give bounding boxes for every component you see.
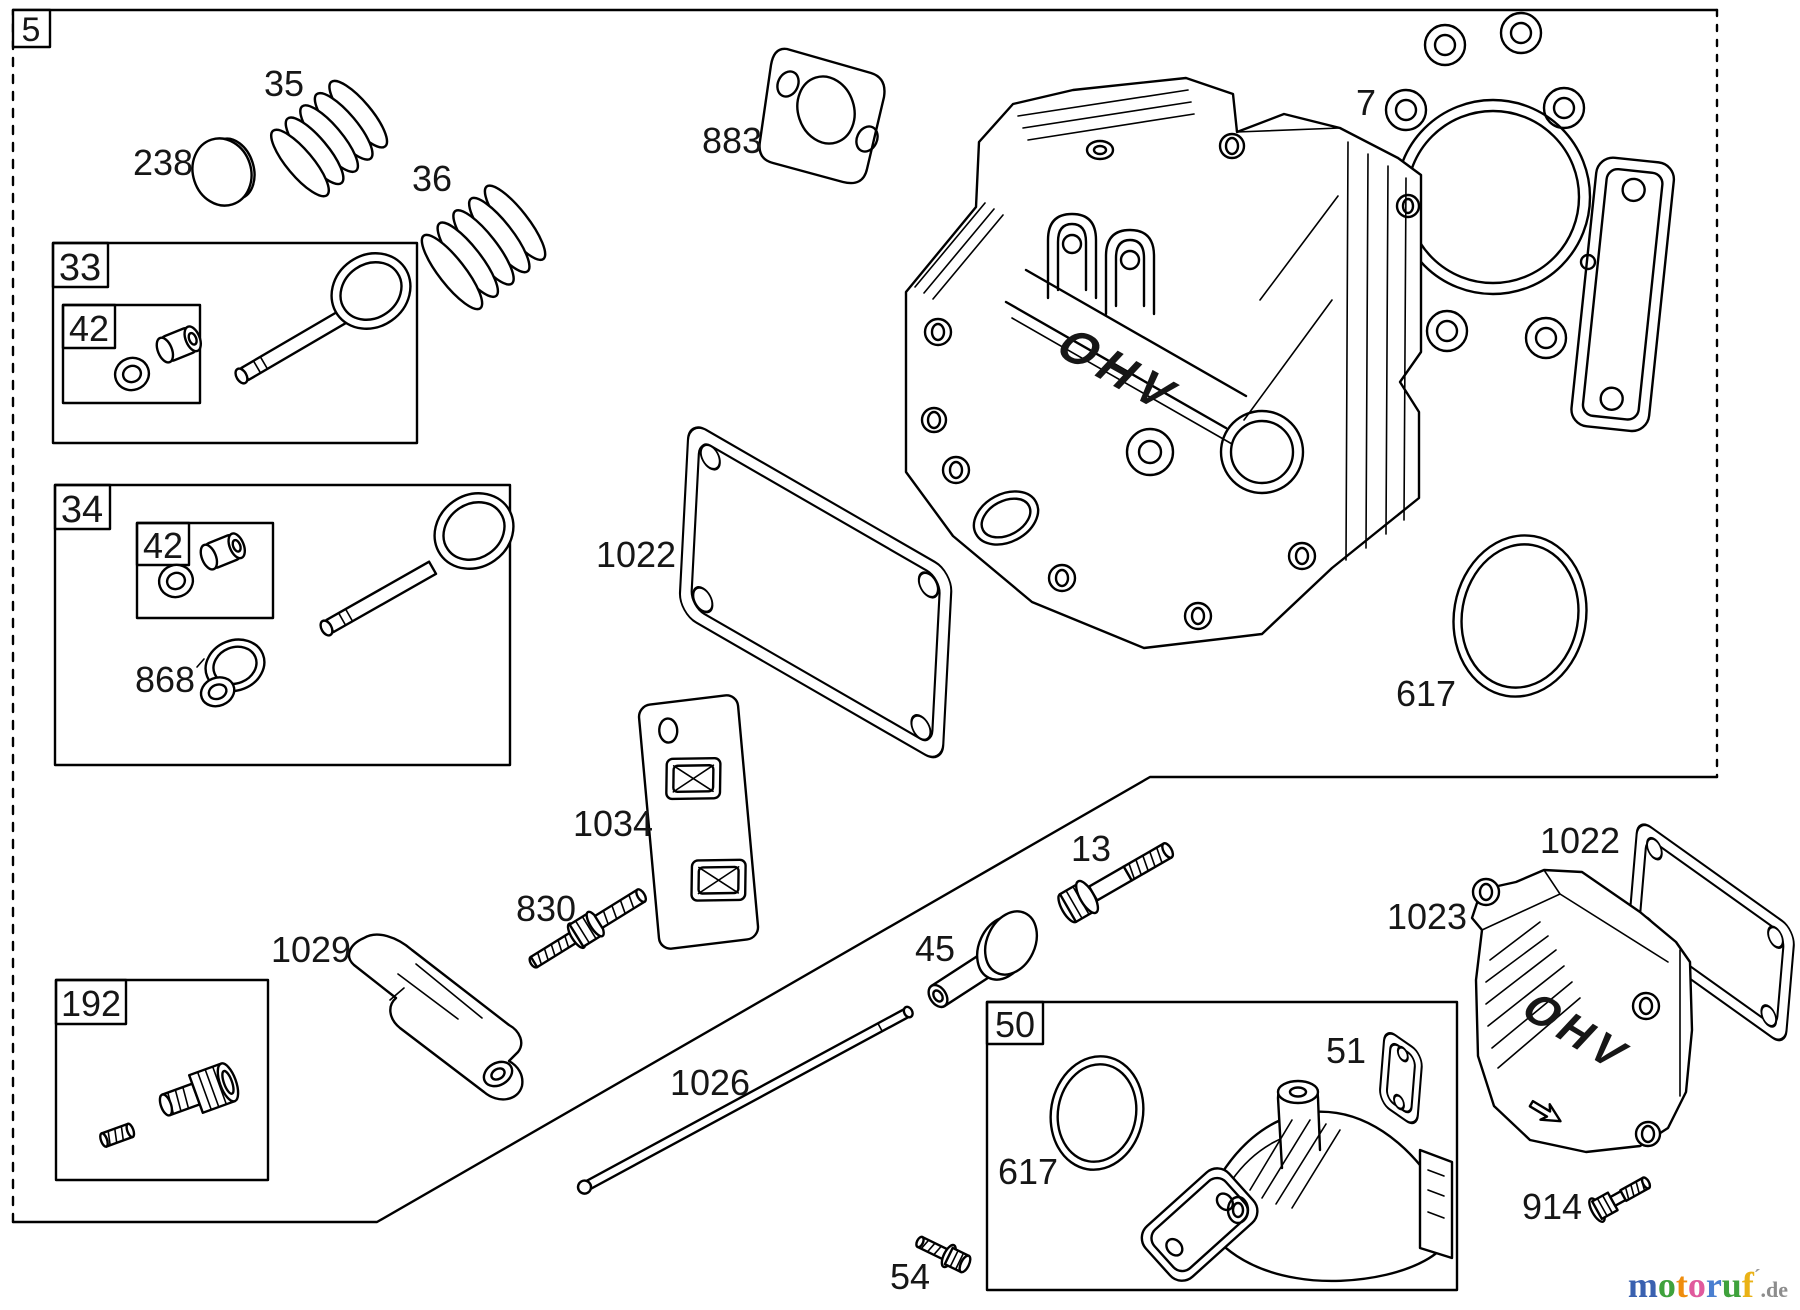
- callout-7: 7: [1356, 82, 1376, 123]
- wm-letter: o: [1658, 1265, 1676, 1305]
- exhaust-gasket-883-drawing: 883: [702, 47, 886, 185]
- valve-seal-868-drawing: 868: [135, 638, 266, 708]
- spark-plug-hole: [1219, 409, 1305, 495]
- motoruf-watermark: motoruf´.de: [1628, 1265, 1788, 1305]
- o-ring-617-head-drawing: 617: [1396, 534, 1588, 714]
- group-box-50: 50 617: [985, 1000, 1459, 1292]
- wm-letter: t: [1676, 1265, 1688, 1305]
- callout-830: 830: [516, 888, 576, 929]
- frame-label-box: [11, 8, 52, 49]
- seal-kit-box-42b: 42: [135, 521, 275, 620]
- frame-label: 5: [22, 11, 41, 49]
- callout-35: 35: [264, 63, 304, 104]
- wm-letter: f: [1742, 1265, 1755, 1305]
- callout-238: 238: [133, 142, 193, 183]
- guide-plate-1034-drawing: 1034: [573, 694, 760, 950]
- callout-883: 883: [702, 120, 762, 161]
- valve-port: [972, 490, 1040, 546]
- cover-bolt-914-drawing: 914: [1522, 1176, 1652, 1227]
- brand-arrow-emblem: [1528, 1099, 1562, 1123]
- callout-1034: 1034: [573, 803, 653, 844]
- head-center-boss: [1125, 427, 1175, 477]
- valve-cover-gasket-1022-right-drawing: 1022: [1540, 820, 1795, 1042]
- callout-51: 51: [1326, 1030, 1366, 1071]
- set-screw-drawing: [99, 1122, 136, 1148]
- callout-1026: 1026: [670, 1062, 750, 1103]
- head-gasket-7-drawing: 7: [1356, 11, 1676, 433]
- group-box-34: 34 42: [53, 483, 515, 767]
- box-42b-label: 42: [143, 525, 183, 566]
- callout-868: 868: [135, 659, 195, 700]
- box-192-label: 192: [61, 983, 121, 1024]
- valve-seal-ring: [113, 356, 151, 392]
- callout-1022-left: 1022: [596, 534, 676, 575]
- wm-accent: ´: [1754, 1266, 1761, 1288]
- valve-spring-35-drawing: 35: [264, 63, 389, 198]
- gasket-breather-section: [1570, 156, 1676, 433]
- callout-617-intake: 617: [998, 1151, 1058, 1192]
- valve-seal-cap: [155, 325, 202, 364]
- valve-seal-ring: [157, 563, 195, 599]
- rocker-stud-tower: [1104, 228, 1156, 316]
- wm-letter: o: [1688, 1265, 1706, 1305]
- rocker-arm-1029-drawing: 1029: [271, 929, 524, 1101]
- callout-13: 13: [1071, 828, 1111, 869]
- group-box-33: 33 42: [51, 241, 419, 445]
- callout-617-head: 617: [1396, 673, 1456, 714]
- group-box-192: 192: [54, 978, 270, 1182]
- screw-54-drawing: 54: [890, 1235, 972, 1297]
- box-50-label: 50: [995, 1004, 1035, 1045]
- intake-gasket-51-drawing: 51: [1326, 1030, 1423, 1125]
- intake-elbow-drawing: [1140, 1079, 1454, 1283]
- intake-valve-drawing: [234, 252, 412, 385]
- valve-seal-cap: [199, 532, 246, 571]
- callout-1022-right: 1022: [1540, 820, 1620, 861]
- wm-letter: u: [1722, 1265, 1742, 1305]
- wm-letter: r: [1706, 1265, 1722, 1305]
- callout-45: 45: [915, 928, 955, 969]
- valve-spring-36-drawing: 36: [412, 158, 547, 311]
- assembly-frame: 5: [11, 8, 1719, 1224]
- o-ring-617-intake-drawing: 617: [998, 1055, 1145, 1192]
- cylinder-head-drawing: OHV: [904, 76, 1423, 650]
- tappet-45-drawing: 45: [915, 910, 1039, 1009]
- rocker-stud-830-drawing: 830: [516, 888, 648, 969]
- cap-238-drawing: 238: [133, 137, 256, 207]
- wm-tld: .de: [1761, 1277, 1789, 1302]
- box-42a-label: 42: [69, 308, 109, 349]
- callout-1023: 1023: [1387, 896, 1467, 937]
- box-34-label: 34: [61, 489, 103, 531]
- plug-drawing: [158, 1062, 240, 1117]
- wm-letter: m: [1628, 1265, 1658, 1305]
- head-bolt-13-drawing: 13: [1057, 828, 1175, 924]
- valve-cover-gasket-1022-left-drawing: 1022: [596, 426, 953, 759]
- push-rod-1026-drawing: 1026: [576, 1005, 914, 1195]
- seal-kit-box-42a: 42: [61, 303, 202, 405]
- callout-36: 36: [412, 158, 452, 199]
- callout-1029: 1029: [271, 929, 351, 970]
- valve-cover-1023-drawing: OHV 1023: [1387, 868, 1694, 1154]
- exhaust-valve-drawing: [319, 492, 515, 637]
- callout-54: 54: [890, 1256, 930, 1297]
- box-33-label: 33: [59, 247, 101, 289]
- head-bolt-holes: [920, 132, 1421, 631]
- frame-bottom-edge: [11, 775, 1719, 1224]
- rocker-stud-tower: [1046, 212, 1098, 300]
- callout-914: 914: [1522, 1186, 1582, 1227]
